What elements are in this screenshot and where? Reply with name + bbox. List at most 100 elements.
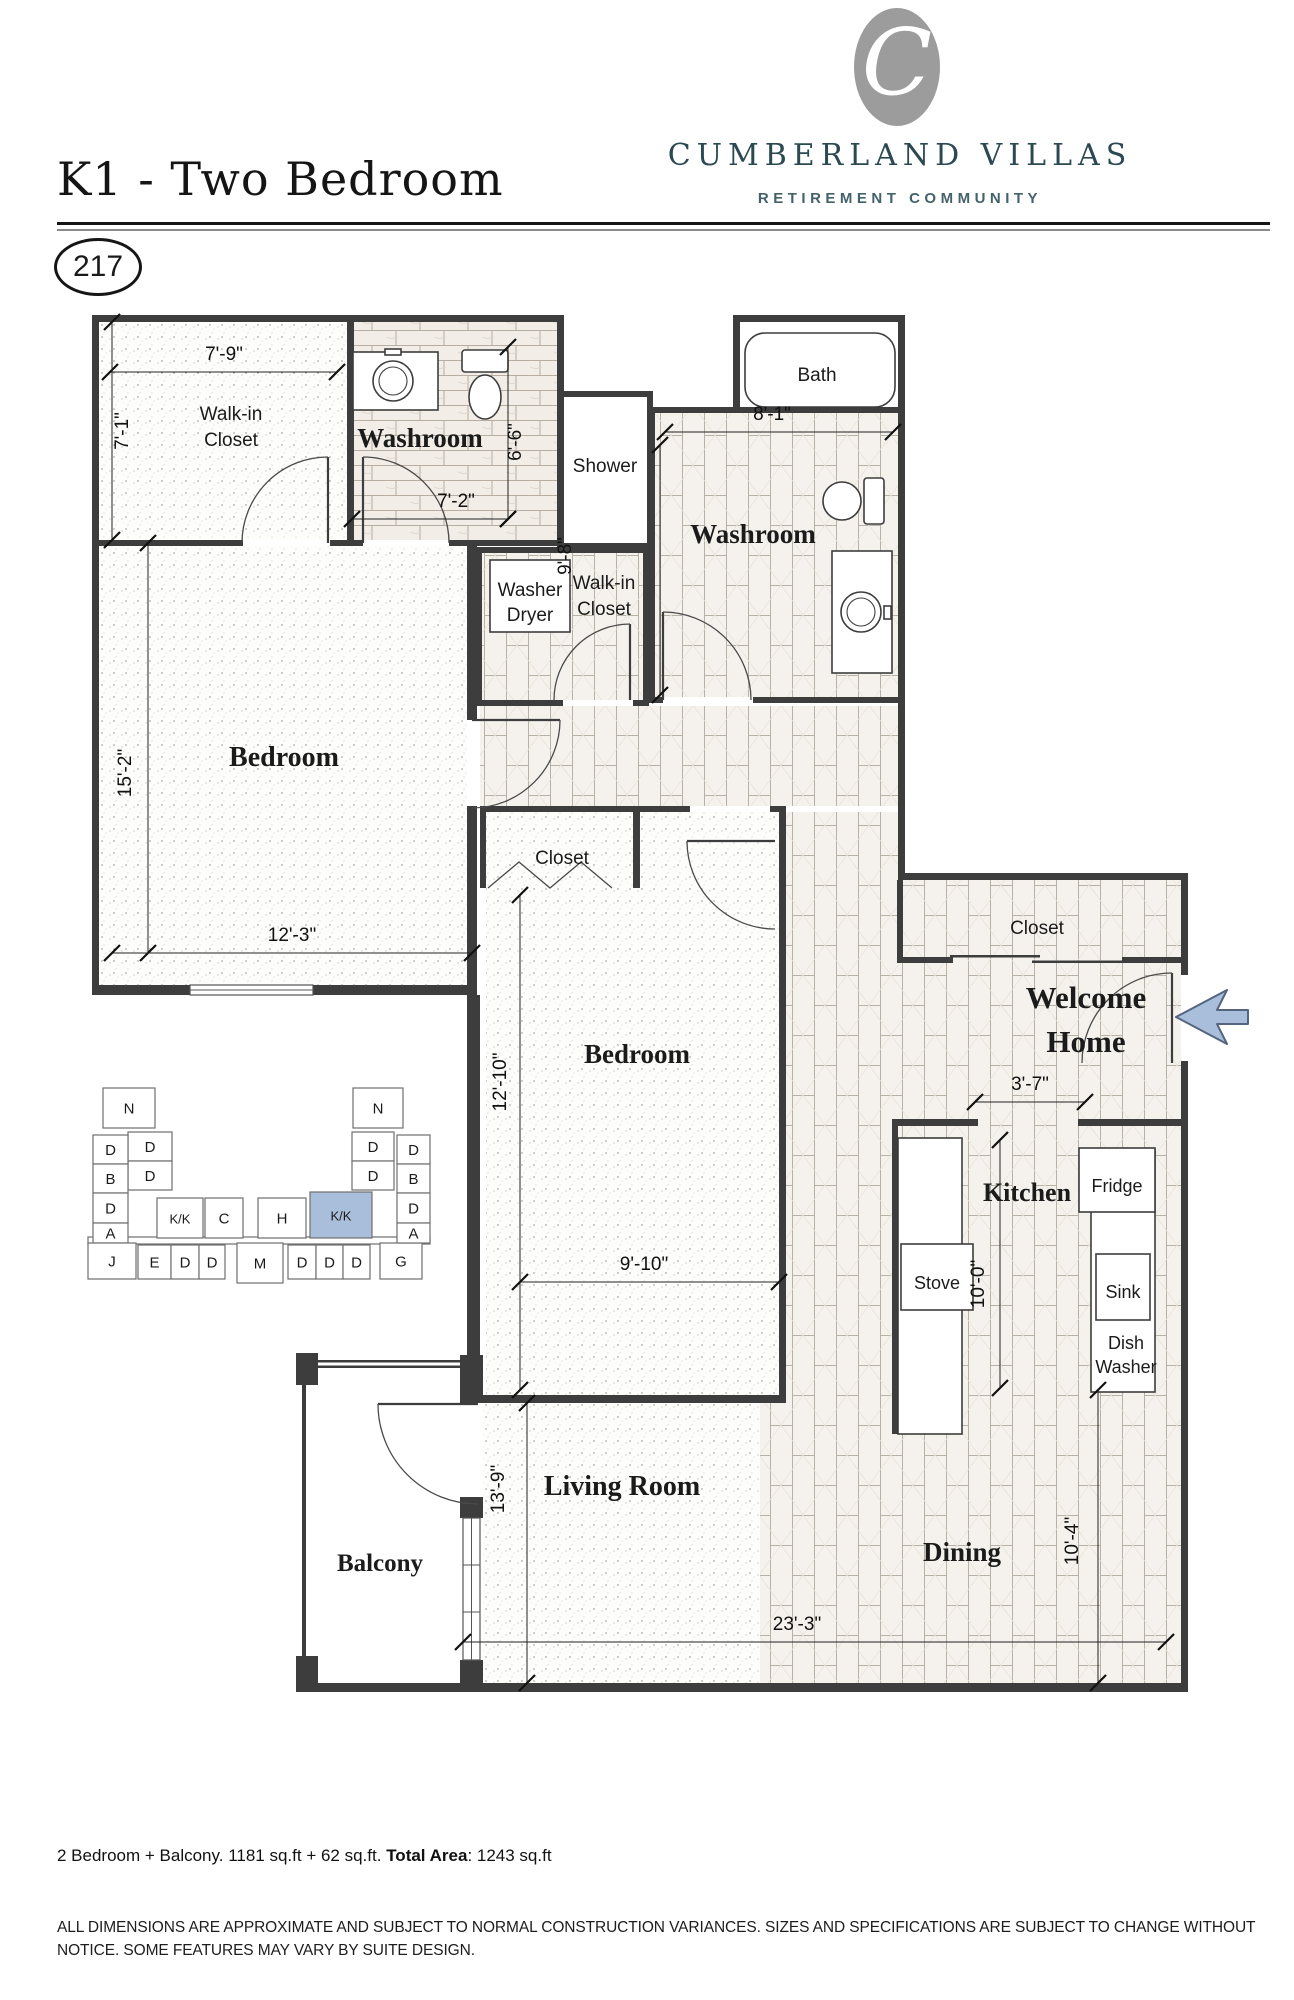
entry-door (1081, 972, 1174, 1064)
dim-washroom2-width-label: 8'-1" (753, 404, 791, 425)
dim-living-height-label: 13'-9" (488, 1465, 509, 1513)
label-washer-line1: Washer (498, 580, 563, 601)
keyplan-unit-label: J (108, 1254, 116, 1271)
keyplan-unit-label: A (408, 1226, 418, 1243)
label-washroom1: Washroom (357, 423, 483, 453)
keyplan-unit-D (170, 1244, 200, 1280)
keyplan-unit-D (396, 1192, 431, 1224)
dim-dining-height: 10'-4" (1062, 1381, 1107, 1692)
stove-unit (900, 1243, 974, 1311)
label-entry-closet: Closet (1010, 918, 1065, 939)
dim-washroom1-width: 7'-2" (343, 491, 517, 528)
bedroom2-door (686, 839, 776, 930)
dim-bedroom1-height: 15'-2" (115, 534, 157, 962)
label-stove: Stove (914, 1273, 960, 1293)
keyplan-unit-E (137, 1244, 172, 1280)
keyplan-unit-label: D (207, 1255, 218, 1272)
dim-bedroom2-height-label: 12'-10" (490, 1053, 511, 1112)
title-rule-bottom (57, 229, 1270, 231)
keyplan-unit-KK-highlighted (309, 1191, 373, 1239)
keyplan-unit-label: D (105, 1201, 116, 1218)
label-shower: Shower (573, 456, 638, 477)
label-sink: Sink (1105, 1282, 1141, 1302)
keyplan-unit-label: C (219, 1211, 230, 1228)
keyplan-unit-label: D (324, 1255, 335, 1272)
washroom1-door (361, 456, 450, 544)
dim-bedroom2-width: 9'-10" (511, 1254, 788, 1291)
total-area-label: Total Area (386, 1846, 468, 1865)
label-dining: Dining (923, 1537, 1002, 1567)
keyplan-unit-M (236, 1242, 284, 1284)
label-walkin2-line1: Walk-in (573, 573, 636, 594)
bedroom1-door (471, 718, 561, 809)
label-fridge: Fridge (1091, 1176, 1142, 1196)
keyplan-unit-label: D (408, 1201, 419, 1218)
balcony-door (377, 1402, 479, 1505)
dim-washroom1-width-label: 7'-2" (437, 491, 475, 512)
washroom2-door (661, 611, 752, 701)
walkin-closet1-door (241, 456, 330, 544)
dim-bedroom1-height-label: 15'-2" (115, 749, 136, 797)
total-area-value: : 1243 sq.ft (467, 1846, 552, 1865)
living-room-window (462, 1517, 481, 1661)
label-balcony: Balcony (337, 1550, 424, 1577)
title-rule-top (57, 222, 1270, 225)
label-welcome-line2: Home (1046, 1024, 1125, 1059)
label-washroom2: Washroom (690, 519, 816, 549)
dim-bedroom1-width-label: 12'-3" (268, 925, 316, 946)
brand-monogram: C (861, 9, 933, 116)
keyplan-unit-N (352, 1087, 404, 1129)
keyplan-unit-N (102, 1087, 156, 1129)
label-dishwasher-line1: Dish (1108, 1333, 1144, 1353)
keyplan-unit-D (351, 1160, 395, 1191)
entry-arrow-icon (1175, 989, 1249, 1045)
keyplan-unit-label: A (105, 1226, 115, 1243)
kitchen-sink-unit (1095, 1253, 1151, 1321)
dim-walkin1-width-label: 7'-9" (205, 344, 243, 365)
dim-overall-width-label: 23'-3" (773, 1614, 821, 1635)
keyplan-unit-label: D (297, 1255, 308, 1272)
keyplan-unit-D (92, 1192, 129, 1224)
dim-walkin1-height-label: 7'-1" (112, 412, 133, 450)
keyplan-unit-J (87, 1242, 137, 1280)
label-kitchen: Kitchen (983, 1178, 1072, 1207)
keyplan-unit-label: D (368, 1139, 379, 1156)
dim-living-height: 13'-9" (488, 1394, 536, 1692)
keyplan-unit-G (379, 1242, 423, 1280)
floor-finishes (98, 322, 1181, 1683)
dim-washroom2-width: 8'-1" (656, 404, 902, 441)
label-walkin1-line2: Closet (204, 430, 259, 451)
keyplan-unit-label: M (254, 1256, 267, 1273)
keyplan-unit-KK (156, 1197, 204, 1239)
dimension-annotations: 7'-9"7'-1"6'-6"7'-2"8'-1"9'-8"15'-2"12'-… (101, 313, 1175, 1692)
washroom2-toilet (822, 477, 885, 525)
brand-tagline: RETIREMENT COMMUNITY (757, 190, 1043, 207)
label-living-room: Living Room (544, 1471, 700, 1502)
fixtures (352, 332, 1156, 1435)
dim-dining-height-label: 10'-4" (1062, 1517, 1083, 1565)
keyplan-unit-label: N (124, 1101, 135, 1118)
washroom1-toilet (461, 349, 509, 420)
washroom1-vanity (352, 348, 439, 411)
keyplan-unit-label: D (145, 1168, 156, 1185)
dim-entry-width: 3'-7" (966, 1074, 1094, 1111)
dim-hall-height: 9'-8" (555, 436, 669, 704)
page-title: K1 - Two Bedroom (57, 152, 504, 206)
label-walkin1-line1: Walk-in (200, 404, 263, 425)
keyplan-unit-D (351, 1131, 395, 1162)
keyplan-unit-D (127, 1160, 173, 1191)
keyplan-unit-D (92, 1134, 129, 1165)
keyplan-unit-A (396, 1222, 431, 1244)
keyplan-unit-label: D (368, 1168, 379, 1185)
keyplan-unit-C (204, 1197, 244, 1239)
dim-overall-width: 23'-3" (454, 1614, 1175, 1651)
suite-number-badge: 217 (54, 238, 142, 296)
area-summary-text: 2 Bedroom + Balcony. 1181 sq.ft + 62 sq.… (57, 1846, 387, 1865)
keyplan-unit-label: K/K (170, 1212, 191, 1227)
keyplan-unit-label: B (408, 1171, 418, 1188)
label-washer-line2: Dryer (507, 605, 554, 626)
keyplan-unit-H (257, 1197, 307, 1239)
dim-hall-height-label: 9'-8" (555, 537, 576, 575)
washroom2-vanity (831, 550, 893, 674)
